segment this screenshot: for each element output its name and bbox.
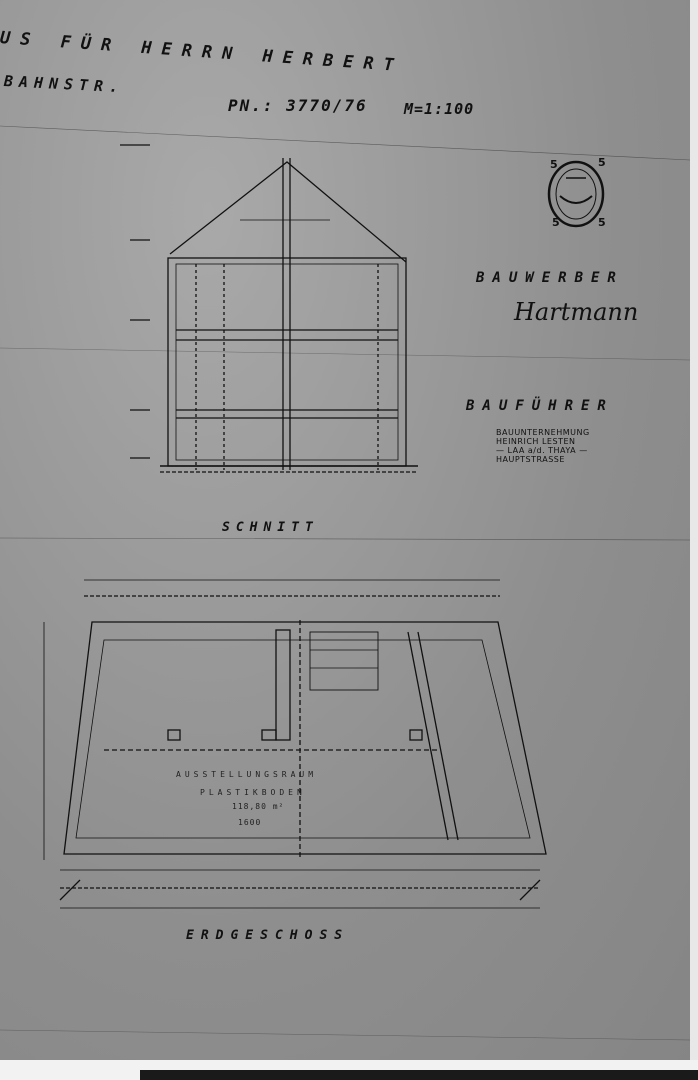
contractor-stamp: BAUUNTERNEHMUNG HEINRICH LESTEN — LAA a/… [496, 428, 590, 464]
parcel-number: PN.: 3770/76 [228, 96, 368, 115]
room-dimension: 1600 [238, 818, 262, 827]
room-area: 118,80 m² [232, 802, 285, 811]
baufuehrer-label: BAUFÜHRER [466, 398, 614, 414]
stamp-value-top-left: 5 [550, 158, 558, 171]
contractor-stamp-line-4: HAUPTSTRASSE [496, 455, 565, 464]
scan-edge-bar [140, 1070, 698, 1080]
floor-plan-drawing [43, 579, 547, 909]
stamp-value-bottom-right: 5 [598, 216, 606, 229]
stamp-value-top-right: 5 [598, 156, 606, 169]
document-sheet [0, 0, 694, 1060]
scale-label: M=1:100 [404, 100, 475, 118]
contractor-stamp-line-2: HEINRICH LESTEN [496, 437, 576, 446]
ground-floor-label: ERDGESCHOSS [186, 928, 350, 943]
paper-edge [690, 0, 698, 1060]
section-label: SCHNITT [222, 520, 319, 535]
stamp-value-bottom-left: 5 [552, 216, 560, 229]
contractor-stamp-line-3: — LAA a/d. THAYA — [496, 446, 588, 455]
floor-type: PLASTIKBODEN [200, 788, 306, 797]
contractor-stamp-line-1: BAUUNTERNEHMUNG [496, 428, 590, 437]
bauwerber-label: BAUWERBER [476, 270, 624, 286]
signature: Hartmann [514, 298, 639, 326]
room-name: AUSSTELLUNGSRAUM [176, 770, 318, 779]
section-drawing [120, 144, 418, 473]
revenue-stamp [547, 160, 605, 228]
